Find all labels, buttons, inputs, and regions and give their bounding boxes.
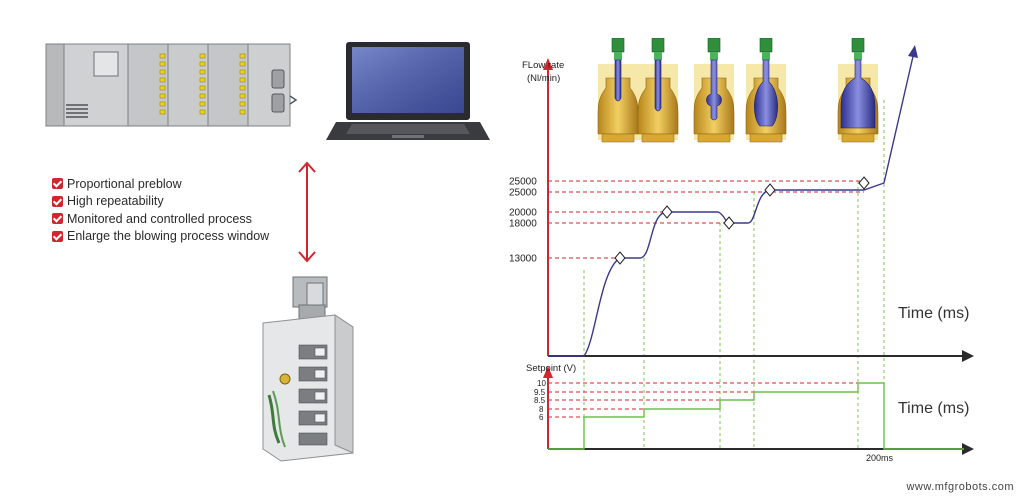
flow-rate-curve (548, 51, 915, 357)
flow-tick-label: 20000 (509, 208, 537, 219)
setpoint-tick-label: 6 (539, 413, 544, 422)
diamond-marker (723, 216, 735, 230)
setpoint-tick-label: 8.5 (534, 396, 546, 405)
feature-item: Monitored and controlled process (52, 210, 269, 228)
communication-arrow-icon (298, 161, 316, 263)
bottle-stage (745, 37, 787, 143)
mold-base (641, 133, 675, 143)
valve-block-icon (262, 276, 354, 462)
bottle-stage (637, 37, 679, 143)
setpoint-curve (548, 382, 964, 450)
diamond-marker (764, 183, 776, 197)
flow-axis-title: FLow rate (522, 60, 564, 71)
setpoint-y-arrowhead (543, 366, 553, 378)
flow-axis-unit: (Nl/min) (527, 73, 560, 84)
setpoint-tick-label: 8 (539, 405, 544, 414)
flow-tick-label: 18000 (509, 219, 537, 230)
flow-tick-label: 13000 (509, 254, 537, 265)
flow-curve-arrowhead (908, 45, 918, 58)
setpoint-tick-label: 10 (537, 379, 546, 388)
watermark: www.mfgrobots.com (906, 481, 1014, 493)
nozzle-neck (762, 52, 770, 60)
nozzle-neck (614, 52, 622, 60)
flow-tick-label: 25000 (509, 177, 537, 188)
flow-x-arrowhead (962, 350, 974, 362)
setpoint-axis-title: Setpoint (V) (526, 363, 576, 374)
mold-base (697, 133, 731, 143)
mold-base (749, 133, 783, 143)
preform-shape (754, 59, 778, 127)
preform-bottle-icon (597, 37, 879, 143)
bottle-stages (596, 37, 896, 148)
flow-tick-label: 25000 (509, 188, 537, 199)
checkbox-icon (52, 195, 63, 207)
setpoint-tick-label: 9.5 (534, 388, 546, 397)
flow-x-label: Time (ms) (898, 305, 969, 322)
laptop-icon (326, 42, 490, 140)
preform-shape (614, 59, 622, 102)
mold-base (841, 133, 875, 143)
nozzle-neck (854, 52, 862, 60)
diamond-marker (661, 205, 673, 219)
checkbox-icon (52, 178, 63, 190)
preform-shape (654, 59, 662, 112)
feature-item: High repeatability (52, 193, 269, 211)
flow-y-arrowhead (543, 58, 553, 70)
mold-base (601, 133, 635, 143)
diamond-marker (614, 251, 626, 265)
preform-shape (840, 59, 876, 129)
diamond-marker (858, 176, 870, 190)
feature-item: Enlarge the blowing process window (52, 228, 269, 246)
feature-item: Proportional preblow (52, 175, 269, 193)
plc-controller-icon (45, 43, 298, 127)
setpoint-x-arrowhead (962, 443, 974, 455)
time-marker-label: 200ms (866, 453, 894, 463)
nozzle-neck (654, 52, 662, 60)
bottle-stage (837, 37, 879, 143)
setpoint-x-label: Time (ms) (898, 400, 969, 417)
preform-shape (706, 59, 722, 121)
nozzle-neck (710, 52, 718, 60)
feature-list: Proportional preblow High repeatability … (52, 175, 269, 245)
checkbox-icon (52, 230, 63, 242)
bottle-stage (693, 37, 735, 143)
checkbox-icon (52, 213, 63, 225)
bottle-stage (597, 37, 639, 143)
